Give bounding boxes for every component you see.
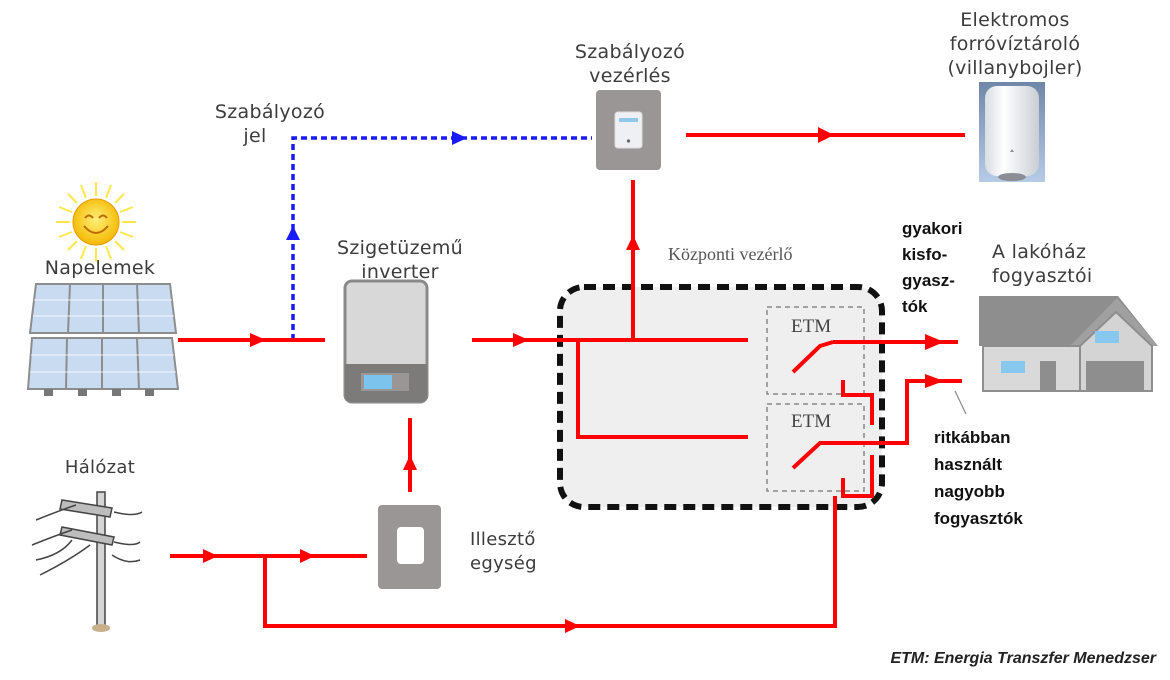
label-line: inverter xyxy=(361,261,439,283)
label-solar-panels: Napelemek xyxy=(44,257,156,279)
label-grid: Hálózat xyxy=(64,457,136,478)
label-etm-top: ETM xyxy=(791,316,832,337)
power-pole-icon xyxy=(31,491,143,632)
label-etm-bottom: ETM xyxy=(791,411,832,432)
arrow-bypass xyxy=(565,619,580,633)
arrow-grid-2 xyxy=(300,549,315,563)
label-house-consumers: A lakóház fogyasztói xyxy=(992,240,1093,288)
label-frequent-small-consumers: gyakori kisfo- gyasz- tók xyxy=(902,216,962,320)
etm-legend: ETM: Energia Transzfer Menedzser xyxy=(890,650,1156,667)
arrow-inverter-out xyxy=(513,333,529,347)
label-line: forróvíztároló xyxy=(949,33,1081,55)
label-central-controller: Központi vezérlő xyxy=(668,244,793,264)
rare-consumers-pointer xyxy=(954,390,967,415)
label-line: (villanybojler) xyxy=(947,57,1083,79)
label-line: kisfo- xyxy=(902,245,948,264)
water-heater-icon xyxy=(979,82,1045,182)
line-grid-contact-top xyxy=(841,380,874,425)
label-line: jel xyxy=(243,125,267,147)
adapter-unit-icon xyxy=(378,505,441,589)
arrow-grid-1 xyxy=(203,549,218,563)
label-line: Elektromos xyxy=(960,9,1070,31)
label-line: Illesztő xyxy=(470,529,536,550)
label-rare-large-consumers: ritkábban használt nagyobb fogyasztók xyxy=(934,424,1023,532)
control-unit-icon xyxy=(596,90,661,170)
label-line: fogyasztók xyxy=(934,509,1023,528)
etm-bottom-box xyxy=(766,403,865,492)
inverter-icon xyxy=(343,279,429,404)
solar-panel-icon xyxy=(26,283,180,396)
label-regulating-signal: Szabályozó jel xyxy=(200,100,340,148)
line-branch-bottom-etm xyxy=(576,340,748,439)
arrow-up-regulator xyxy=(626,235,640,250)
label-line: Szabályozó xyxy=(574,41,686,63)
arrow-boiler xyxy=(818,127,834,143)
arrow-rare xyxy=(925,374,944,388)
etm-top-switch xyxy=(791,340,834,374)
smiling-sun-icon xyxy=(56,182,136,262)
central-controller-box xyxy=(557,284,885,510)
signal-arrow-up xyxy=(286,226,300,240)
label-line: gyakori xyxy=(902,219,963,238)
regulating-signal-line xyxy=(291,136,592,340)
arrow-adapter-up xyxy=(403,455,417,470)
label-island-inverter: Szigetüzemű inverter xyxy=(320,236,480,284)
label-line: gyasz- xyxy=(902,271,955,290)
arrow-solar xyxy=(250,333,266,347)
label-line: ritkábban xyxy=(934,428,1011,447)
label-line: fogyasztói xyxy=(992,265,1093,287)
label-line: Szabályozó xyxy=(214,101,326,123)
signal-arrow-right xyxy=(452,131,467,145)
label-line: Szigetüzemű xyxy=(336,237,464,259)
arrow-frequent xyxy=(925,334,944,350)
house-icon xyxy=(979,296,1158,392)
line-grid-bypass xyxy=(263,496,837,628)
label-regulating-control: Szabályozó vezérlés xyxy=(555,40,705,88)
label-line: használt xyxy=(934,455,1003,474)
line-grid-contact-bottom xyxy=(841,455,874,498)
label-line: vezérlés xyxy=(589,65,671,87)
label-water-heater: Elektromos forróvíztároló (villanybojler… xyxy=(925,8,1105,80)
power-arrows xyxy=(203,127,944,633)
etm-top-box xyxy=(766,306,865,395)
label-line: nagyobb xyxy=(934,482,1005,501)
label-line: tók xyxy=(902,297,928,316)
label-line: A lakóház xyxy=(992,241,1087,263)
label-adapter-unit: Illesztő egység xyxy=(470,528,537,576)
label-line: egység xyxy=(470,553,537,574)
